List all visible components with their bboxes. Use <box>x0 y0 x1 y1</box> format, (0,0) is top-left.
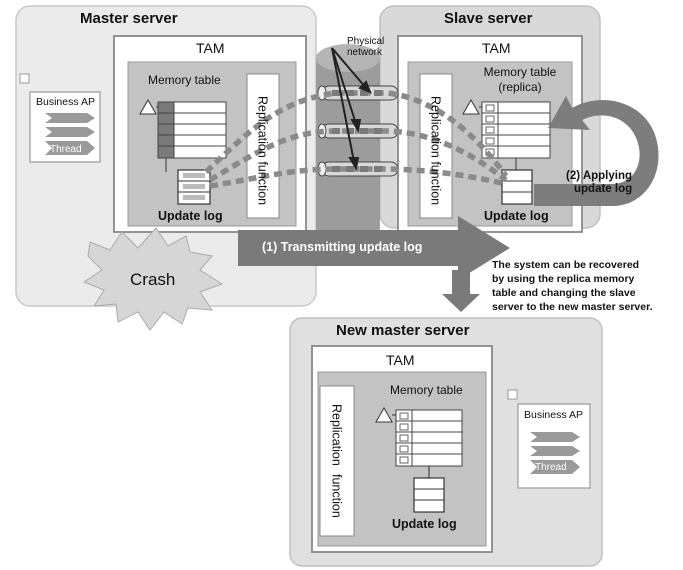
master-tam-label: TAM <box>196 40 225 56</box>
step2-label-2: update log <box>574 183 633 195</box>
step2-label-1: (2) Applying <box>566 170 633 182</box>
new-master-thread-arrow-1 <box>530 432 580 442</box>
network-label-1: Physical <box>347 36 385 47</box>
physical-network-cylinder <box>316 44 380 248</box>
new-master-replication-label-2: function <box>329 474 344 518</box>
recovery-note-line-4: server to the new master server. <box>492 301 653 313</box>
slave-update-log-label: Update log <box>484 209 549 223</box>
master-server-title: Master server <box>80 10 178 27</box>
new-master-replication-label-1: Replication <box>329 404 344 466</box>
network-label-2: network <box>347 47 383 58</box>
crash-burst <box>82 227 224 331</box>
slave-memory-table-label-1: Memory table <box>483 65 557 79</box>
new-master-thread-arrow-3 <box>530 460 580 474</box>
slave-tam-label: TAM <box>482 40 511 56</box>
new-master-thread-label: Thread <box>535 462 567 473</box>
slave-server-title: Slave server <box>444 10 533 27</box>
new-master-server-title: New master server <box>336 322 470 339</box>
recovery-note-line-3: table and changing the slave <box>492 287 636 299</box>
pipe-dash-marks <box>332 90 382 172</box>
master-business-ap-label: Business AP <box>36 96 95 108</box>
network-pointer-arrows <box>331 47 372 171</box>
slave-update-log-icon <box>501 169 533 205</box>
slave-replication-label: Replication function <box>428 96 443 206</box>
master-thread-arrow-3 <box>45 141 95 155</box>
new-master-thread-arrow-2 <box>530 446 580 456</box>
slave-memory-table <box>462 98 551 172</box>
new-master-update-log-label: Update log <box>392 517 457 531</box>
new-master-memory-table <box>375 406 463 478</box>
new-master-memory-table-label: Memory table <box>390 383 463 397</box>
new-master-tam-label: TAM <box>386 352 415 368</box>
master-replication-label: Replication function <box>255 96 270 206</box>
transmit-arrow <box>238 216 510 280</box>
master-thread-label: Thread <box>50 144 82 155</box>
recovery-note-line-2: by using the replica memory <box>492 273 635 285</box>
new-master-update-log-icon <box>413 477 445 513</box>
master-memory-table <box>139 98 227 172</box>
apply-curved-arrow <box>534 96 659 206</box>
recovery-note-line-1: The system can be recovered <box>492 259 640 271</box>
new-master-ap-tab <box>507 389 518 400</box>
master-update-log-label: Update log <box>158 209 223 223</box>
master-memory-table-label: Memory table <box>148 73 221 87</box>
new-master-business-ap-label: Business AP <box>524 409 583 421</box>
recovery-note: The system can be recovered by using the… <box>492 258 653 314</box>
master-ap-tab <box>19 73 30 84</box>
new-master-replication-box <box>319 385 355 537</box>
down-arrow <box>442 270 480 312</box>
master-thread-arrow-2 <box>45 127 95 137</box>
step1-label: (1) Transmitting update log <box>262 240 423 254</box>
slave-memory-table-label-2: (replica) <box>498 80 542 94</box>
crash-label: Crash <box>130 270 176 289</box>
master-update-log-icon <box>177 169 211 205</box>
master-thread-arrow-1 <box>45 113 95 123</box>
